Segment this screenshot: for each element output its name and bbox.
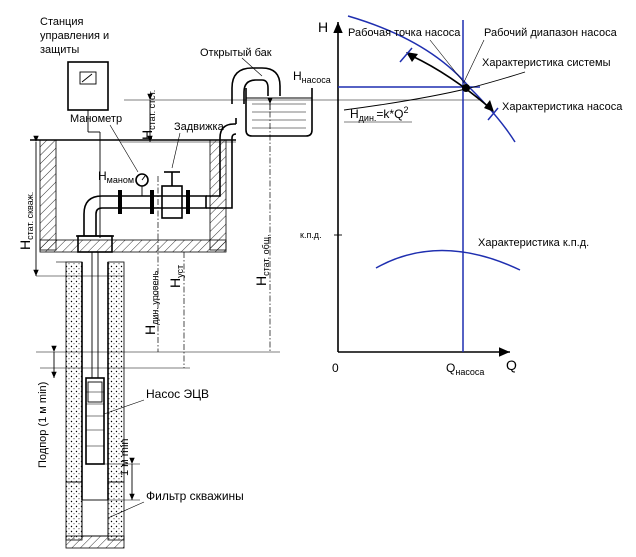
well-head bbox=[77, 235, 113, 253]
well-filter-icon bbox=[81, 499, 109, 537]
working-point-marker bbox=[462, 84, 470, 92]
filter-label: Фильтр скважины bbox=[146, 489, 244, 503]
well-schematic: Станция управления и защиты bbox=[17, 16, 480, 549]
h-manom-label: Hманом bbox=[98, 169, 134, 185]
station-label-line1: Станция bbox=[40, 16, 83, 28]
q-axis-label: Q bbox=[506, 357, 517, 373]
origin-label: 0 bbox=[332, 361, 339, 375]
pump-label: Насос ЭЦВ bbox=[146, 387, 209, 401]
well-bottom bbox=[65, 535, 125, 549]
h-stat-well-label: Hстат. скваж. bbox=[17, 192, 35, 250]
pump-characteristic-curve bbox=[347, 15, 516, 143]
pump-curve-label: Характеристика насоса bbox=[502, 101, 623, 113]
q-pump-label: Qнасоса bbox=[446, 361, 484, 377]
open-tank: Открытый бак Hнасоса bbox=[200, 47, 331, 137]
casing-bottom-left bbox=[65, 481, 83, 541]
one-m-min-label: 1 м min bbox=[119, 438, 131, 476]
working-range-arc bbox=[411, 55, 491, 109]
backwater-label: Подпор (1 м min) bbox=[37, 382, 49, 468]
h-stat-total-label: Hстат. общ. bbox=[253, 234, 271, 286]
casing-bottom-right bbox=[107, 481, 125, 541]
efficiency-axis-label: к.п.д. bbox=[300, 230, 322, 240]
working-point-label: Рабочая точка насоса bbox=[348, 27, 461, 39]
open-tank-label: Открытый бак bbox=[200, 47, 272, 59]
station-label-line3: защиты bbox=[40, 44, 79, 56]
manometer-label: Манометр bbox=[70, 113, 122, 125]
dynamic-head-formula: Hдин.=k*Q2 bbox=[350, 105, 408, 123]
pipe-flange-1 bbox=[118, 190, 122, 214]
system-curve-label: Характеристика системы bbox=[482, 57, 611, 69]
chamber-wall-left bbox=[39, 139, 57, 251]
working-range-label: Рабочий диапазон насоса bbox=[484, 27, 618, 39]
chamber-wall-right bbox=[209, 139, 227, 251]
pump-chart: H Q 0 к.п.д. Рабочая точка насоса Рабочи… bbox=[300, 15, 623, 377]
pipe-flange-2 bbox=[150, 190, 154, 214]
control-station: Станция управления и защиты bbox=[40, 16, 109, 238]
station-label-line2: управления и bbox=[40, 30, 109, 42]
chamber-floor bbox=[39, 239, 227, 253]
valve-label: Задвижка bbox=[174, 121, 225, 133]
system-characteristic-curve bbox=[343, 71, 526, 111]
well-chamber bbox=[30, 139, 236, 253]
efficiency-curve bbox=[375, 249, 521, 271]
control-station-box bbox=[67, 61, 109, 111]
h-pump-label: Hнасоса bbox=[293, 69, 331, 85]
dimension-lines bbox=[33, 93, 273, 501]
pipe-flange-3 bbox=[186, 190, 190, 214]
well-casing bbox=[65, 235, 125, 549]
manometer-icon bbox=[135, 173, 149, 187]
discharge-pipe bbox=[83, 67, 281, 236]
h-stat-stat-label: Hстат. стст. bbox=[139, 90, 157, 140]
pump-body-icon bbox=[85, 377, 105, 465]
casing-left-fill bbox=[65, 261, 83, 483]
h-ust-label: Hуст bbox=[167, 265, 185, 288]
h-axis-label: H bbox=[318, 19, 328, 35]
valve-body-icon bbox=[161, 185, 183, 219]
control-station-gauge-icon bbox=[79, 71, 97, 85]
h-din-level-label: Hдин. уровень bbox=[142, 271, 160, 335]
efficiency-curve-label: Характеристика к.п.д. bbox=[478, 237, 589, 249]
